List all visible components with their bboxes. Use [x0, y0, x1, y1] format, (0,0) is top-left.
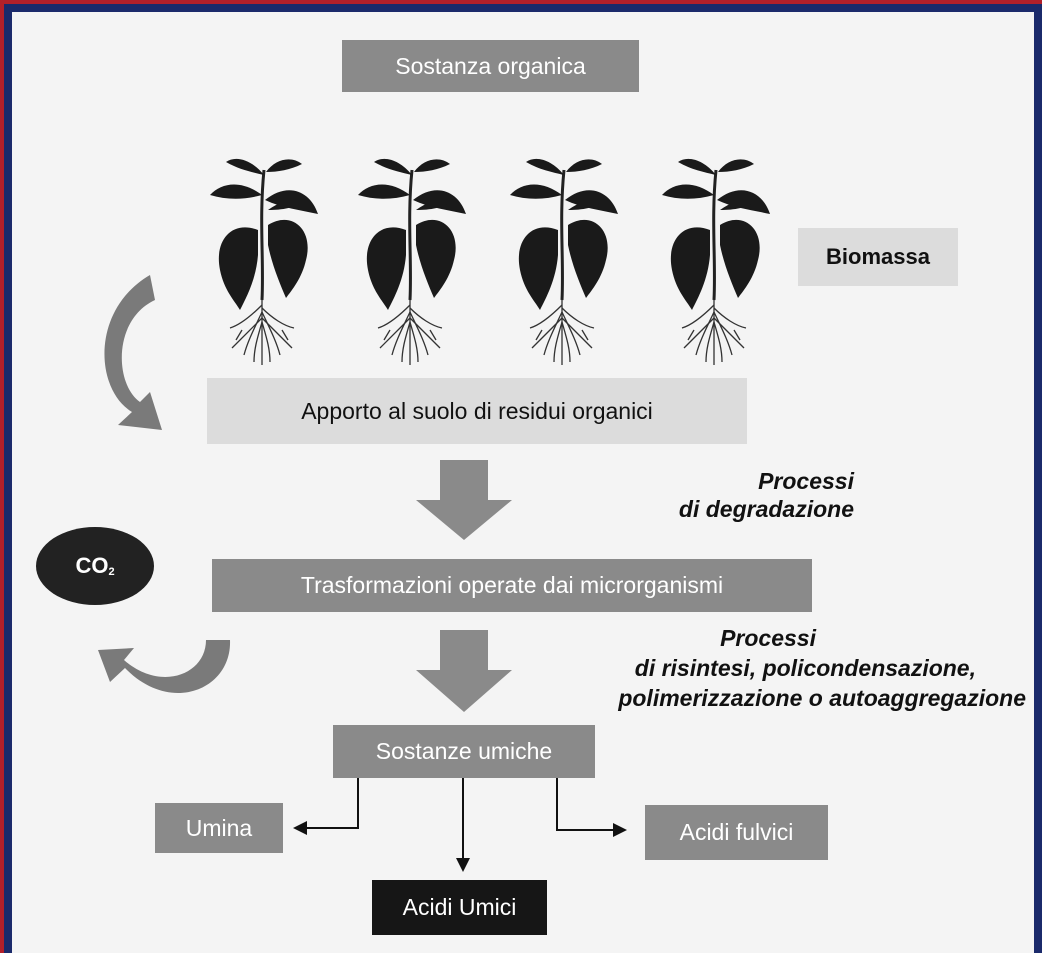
arrow-head-acidi-umici-icon [456, 858, 470, 872]
frame-border-left [0, 0, 4, 953]
box-sostanze-umiche-label: Sostanze umiche [375, 738, 553, 764]
label-polimerizzazione: polimerizzazione o autoaggregazione [618, 685, 1026, 711]
frame-border-top [0, 0, 1042, 4]
label-processi-degradazione: Processi di degradazione [679, 467, 854, 523]
box-acidi-fulvici: Acidi fulvici [645, 805, 828, 860]
box-umina: Umina [155, 803, 283, 853]
label-processi-1: Processi [758, 468, 854, 494]
co2-label: CO [75, 553, 109, 578]
arrow-head-umina-icon [293, 821, 307, 835]
box-sostanza-organica: Sostanza organica [342, 40, 639, 92]
box-acidi-umici: Acidi Umici [372, 880, 547, 935]
plant-illustration [208, 157, 772, 367]
box-acidi-umici-label: Acidi Umici [402, 894, 517, 920]
box-sostanza-organica-label: Sostanza organica [395, 52, 586, 79]
label-degradazione: di degradazione [678, 496, 854, 522]
box-trasformazioni-label: Trasformazioni operate dai microrganismi [300, 572, 724, 598]
down-arrow-icon-1 [416, 460, 512, 540]
down-arrow-icon-2 [416, 630, 512, 712]
box-apporto: Apporto al suolo di residui organici [207, 378, 747, 444]
box-apporto-label: Apporto al suolo di residui organici [301, 397, 653, 424]
co2-subscript: 2 [108, 566, 115, 578]
box-biomassa-label: Biomassa [826, 244, 930, 269]
box-trasformazioni: Trasformazioni operate dai microrganismi [212, 559, 812, 612]
label-risintesi: di risintesi, policondensazione, [634, 655, 976, 681]
box-umina-label: Umina [185, 814, 253, 841]
box-acidi-fulvici-label: Acidi fulvici [679, 819, 794, 845]
label-processi-risintesi: Processi di risintesi, policondensazione… [618, 623, 1026, 713]
box-biomassa: Biomassa [798, 228, 958, 286]
label-processi-2: Processi [720, 625, 816, 651]
diagram-panel [12, 12, 1034, 953]
curved-arrow-down-icon [104, 275, 162, 430]
curved-arrow-up-icon [98, 640, 231, 693]
box-sostanze-umiche: Sostanze umiche [333, 725, 595, 778]
branch-connectors [305, 778, 615, 860]
arrow-head-acidi-fulvici-icon [613, 823, 627, 837]
